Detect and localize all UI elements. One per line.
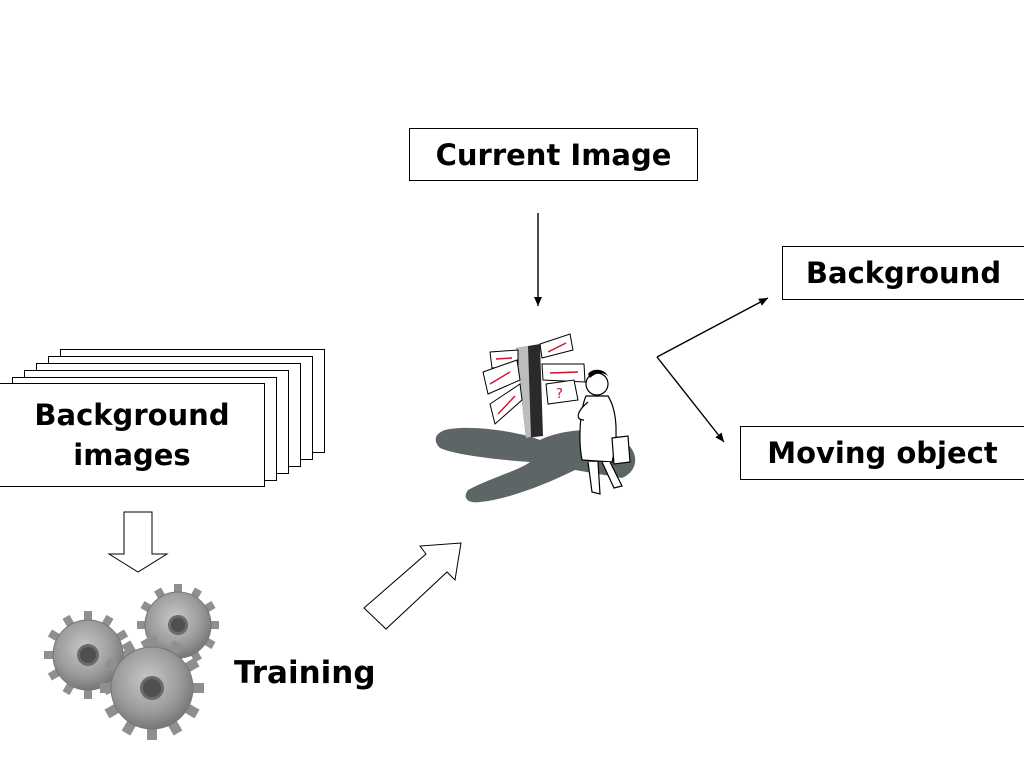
process-output-arrows bbox=[656, 297, 769, 443]
person-at-signpost-icon: ? bbox=[435, 333, 636, 503]
background-images-label: Background images bbox=[34, 398, 230, 472]
training-to-process-block-arrow bbox=[363, 542, 462, 630]
background-output-box: Background bbox=[782, 246, 1024, 300]
current-image-box: Current Image bbox=[409, 128, 698, 181]
moving-object-output-label: Moving object bbox=[767, 436, 998, 470]
down-block-arrow bbox=[107, 511, 169, 573]
gears-icon bbox=[44, 584, 219, 740]
background-images-box: Background images bbox=[0, 383, 265, 487]
training-label: Training bbox=[234, 655, 376, 691]
moving-object-output-box: Moving object bbox=[740, 426, 1024, 480]
svg-text:?: ? bbox=[556, 387, 563, 402]
current-image-label: Current Image bbox=[435, 137, 672, 172]
background-output-label: Background bbox=[805, 256, 1002, 290]
